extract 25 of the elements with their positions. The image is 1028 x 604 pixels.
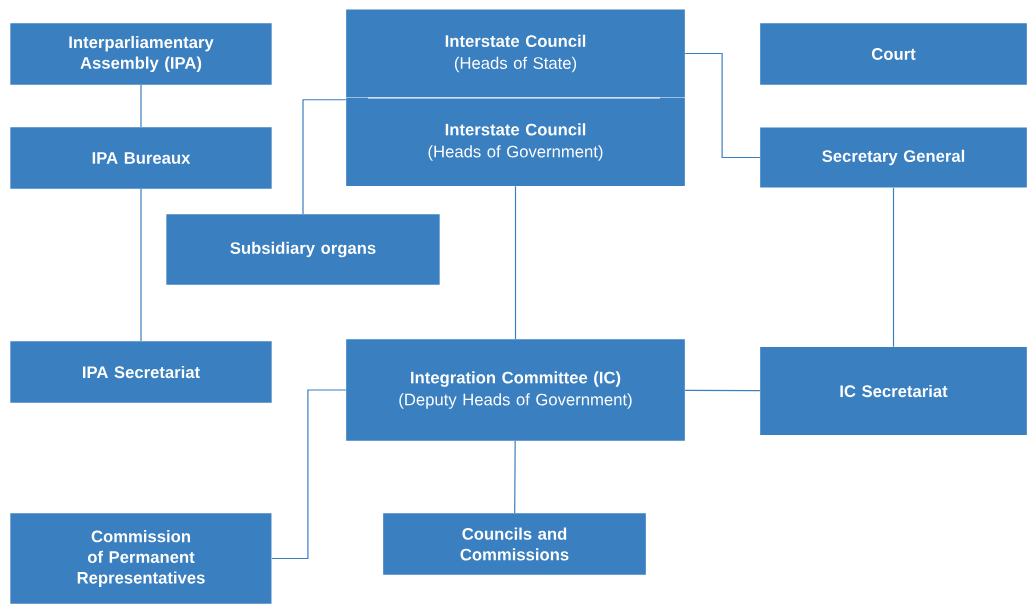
connector-line (514, 185, 517, 340)
org-box: Interparliamentary Assembly (IPA) (10, 23, 272, 85)
connector-line (892, 187, 895, 348)
org-box: Councils and Commissions (383, 513, 646, 575)
node-label: (Heads of State) (454, 56, 577, 73)
connector-line (514, 440, 516, 514)
connector-line (302, 99, 347, 215)
org-box: Secretary General (760, 127, 1027, 188)
connector-line (684, 52, 761, 159)
org-box: Commission of Permanent Representatives (10, 513, 272, 604)
org-box: Integration Committee (IC) (Deputy Heads of Government) (346, 339, 685, 441)
org-box: Court (760, 23, 1027, 85)
org-box: IC Secretariat (760, 347, 1027, 435)
node-label: Interstate Council (445, 123, 586, 136)
connector-line (271, 389, 347, 560)
org-box: IPA Secretariat (10, 341, 272, 403)
connector-line (140, 188, 142, 342)
org-box: Interstate Council (Heads of Government) (346, 98, 685, 186)
org-box: Interstate Council (Heads of State) (346, 9, 685, 98)
connector-line (140, 84, 142, 128)
org-box: Subsidiary organs (166, 214, 440, 285)
connector-line (684, 389, 761, 392)
org-box: IPA Bureaux (10, 127, 272, 189)
node-label: Interstate Council (445, 34, 586, 47)
node-label: (Heads of Government) (428, 145, 603, 161)
